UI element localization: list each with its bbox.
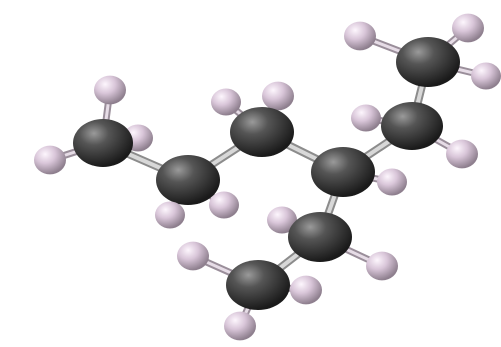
hydrogen-atom <box>452 13 484 43</box>
hydrogen-atom <box>155 201 185 229</box>
atoms-layer <box>34 13 501 341</box>
hydrogen-atom <box>290 275 322 305</box>
hydrogen-atom <box>211 88 241 116</box>
carbon-atom <box>230 107 294 157</box>
carbon-atom <box>311 147 375 197</box>
hydrogen-atom <box>177 241 209 271</box>
hydrogen-atom <box>209 191 239 219</box>
hydrogen-atom <box>351 104 381 132</box>
hydrogen-atom <box>224 311 256 341</box>
hydrogen-atom <box>34 145 66 175</box>
carbon-atom <box>226 260 290 310</box>
carbon-atom <box>73 119 133 167</box>
carbon-atom <box>156 155 220 205</box>
hydrogen-atom <box>377 168 407 196</box>
hydrogen-atom <box>366 251 398 281</box>
carbon-atom <box>381 102 443 150</box>
hydrogen-atom <box>446 139 478 169</box>
hydrogen-atom <box>267 206 297 234</box>
carbon-atom <box>396 37 460 87</box>
hydrogen-atom <box>471 62 501 90</box>
hydrogen-atom <box>262 81 294 111</box>
hydrogen-atom <box>344 21 376 51</box>
carbon-atom <box>288 212 352 262</box>
hydrogen-atom <box>94 75 126 105</box>
